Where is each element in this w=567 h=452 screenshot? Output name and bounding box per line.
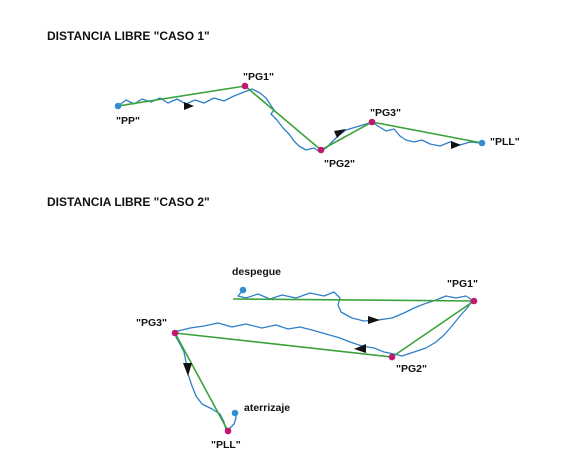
case1-title: DISTANCIA LIBRE "CASO 1" xyxy=(47,29,210,43)
case1-label-pg3: "PG3" xyxy=(370,107,401,119)
case1-label-pg2: "PG2" xyxy=(324,158,355,170)
case1-label-pll: "PLL" xyxy=(490,136,520,148)
case2-label-pg3: "PG3" xyxy=(136,317,167,329)
case1-points xyxy=(114,82,486,154)
turnpoint-marker xyxy=(470,297,478,305)
arrow-icon xyxy=(451,141,461,149)
case1-track xyxy=(117,88,481,153)
turnpoint-marker xyxy=(171,329,179,337)
case2-direction-arrows xyxy=(183,316,380,376)
case2-label-pg2: "PG2" xyxy=(396,363,427,375)
turnpoint-marker xyxy=(368,118,376,126)
case2-label-pg1: "PG1" xyxy=(447,278,478,290)
arrow-icon xyxy=(354,344,366,353)
landing-marker xyxy=(231,409,239,417)
arrow-icon xyxy=(184,102,194,110)
arrow-icon xyxy=(334,129,346,138)
case2-label-pll: "PLL" xyxy=(211,439,241,451)
case2-track xyxy=(175,289,473,431)
case2-legs xyxy=(174,298,475,432)
case1-direction-arrows xyxy=(184,102,461,149)
case2-label-landing: aterrizaje xyxy=(244,402,290,414)
arrow-icon xyxy=(368,316,380,324)
turnpoint-marker xyxy=(241,82,249,90)
case2-title: DISTANCIA LIBRE "CASO 2" xyxy=(47,195,210,209)
case2-points xyxy=(171,286,478,435)
end-point-marker xyxy=(224,427,232,435)
case1-label-pg1: "PG1" xyxy=(243,71,274,83)
arrow-icon xyxy=(183,363,192,376)
start-point-marker xyxy=(114,102,122,110)
turnpoint-marker xyxy=(317,146,325,154)
case1-legs xyxy=(117,85,483,151)
case2-label-takeoff: despegue xyxy=(232,266,281,278)
takeoff-marker xyxy=(239,286,247,294)
case1-label-pp: "PP" xyxy=(116,115,140,127)
end-point-marker xyxy=(478,139,486,147)
turnpoint-marker xyxy=(388,353,396,361)
